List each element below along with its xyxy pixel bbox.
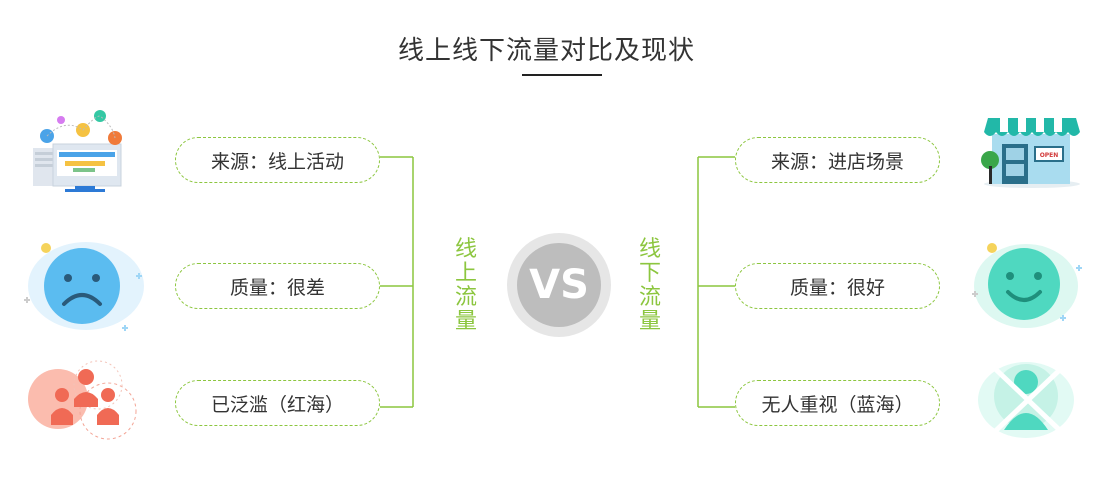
- ignored-person-icon: [978, 360, 1074, 440]
- happy-face-icon: [972, 243, 1082, 328]
- online-source-pill: 来源：线上活动: [175, 137, 380, 183]
- offline-source-pill: 来源：进店场景: [735, 137, 940, 183]
- store-open-sign: OPEN: [1040, 152, 1059, 159]
- offline-quality-pill: 质量：很好: [735, 263, 940, 309]
- store-icon: OPEN: [981, 118, 1080, 188]
- title-underline: [522, 74, 602, 76]
- page-title: 线上线下流量对比及现状: [397, 36, 695, 66]
- online-traffic-label: 线上流量: [454, 237, 477, 334]
- offline-status-pill: 无人重视（蓝海）: [735, 380, 940, 426]
- vs-badge: VS: [507, 233, 611, 337]
- online-status-pill: 已泛滥（红海）: [175, 380, 380, 426]
- crowd-people-icon: [28, 360, 137, 440]
- online-quality-pill: 质量：很差: [175, 263, 380, 309]
- online-dashboard-icon: [33, 110, 122, 192]
- sad-face-icon: [24, 242, 144, 331]
- offline-traffic-label: 线下流量: [638, 237, 661, 334]
- vs-text: VS: [517, 243, 601, 327]
